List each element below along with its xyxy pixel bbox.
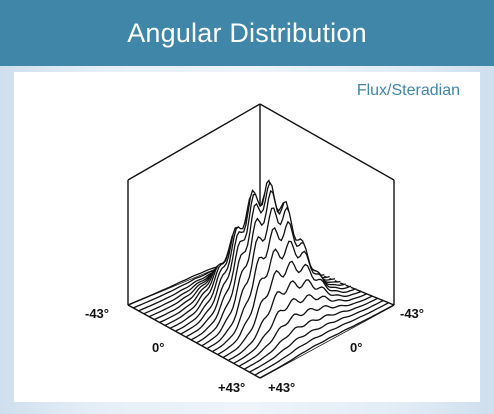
waterfall-surface [127, 179, 395, 379]
profile-fill-24 [254, 302, 389, 376]
tick-x-end: +43° [218, 380, 245, 395]
z-axis-label: Flux/Steradian [356, 82, 460, 99]
tick-y-start: +43° [268, 380, 295, 395]
box-edge-top-left [127, 103, 261, 181]
tick-labels: -43° 0° +43° +43° 0° -43° [85, 306, 424, 395]
box-edge-top-right [259, 103, 395, 181]
profile-fill-23 [249, 300, 384, 373]
profile-line-18 [222, 260, 357, 358]
tick-x-start: -43° [85, 306, 109, 321]
profile-line-21 [238, 295, 373, 367]
profile-line-24 [254, 302, 389, 376]
profile-line-20 [233, 293, 368, 364]
page-title: Angular Distribution [127, 17, 367, 48]
tick-y-end: -43° [400, 306, 424, 321]
header-bar: Angular Distribution [0, 0, 494, 66]
profile-line-19 [227, 279, 363, 361]
profile-line-23 [249, 299, 384, 373]
profile-line-17 [217, 240, 352, 355]
profile-line-25 [259, 304, 395, 379]
tick-y-mid: 0° [350, 340, 362, 355]
profile-line-22 [243, 297, 379, 370]
box-edge-front-left [127, 304, 261, 379]
profile-fill-25 [260, 305, 394, 378]
tick-x-mid: 0° [152, 340, 164, 355]
